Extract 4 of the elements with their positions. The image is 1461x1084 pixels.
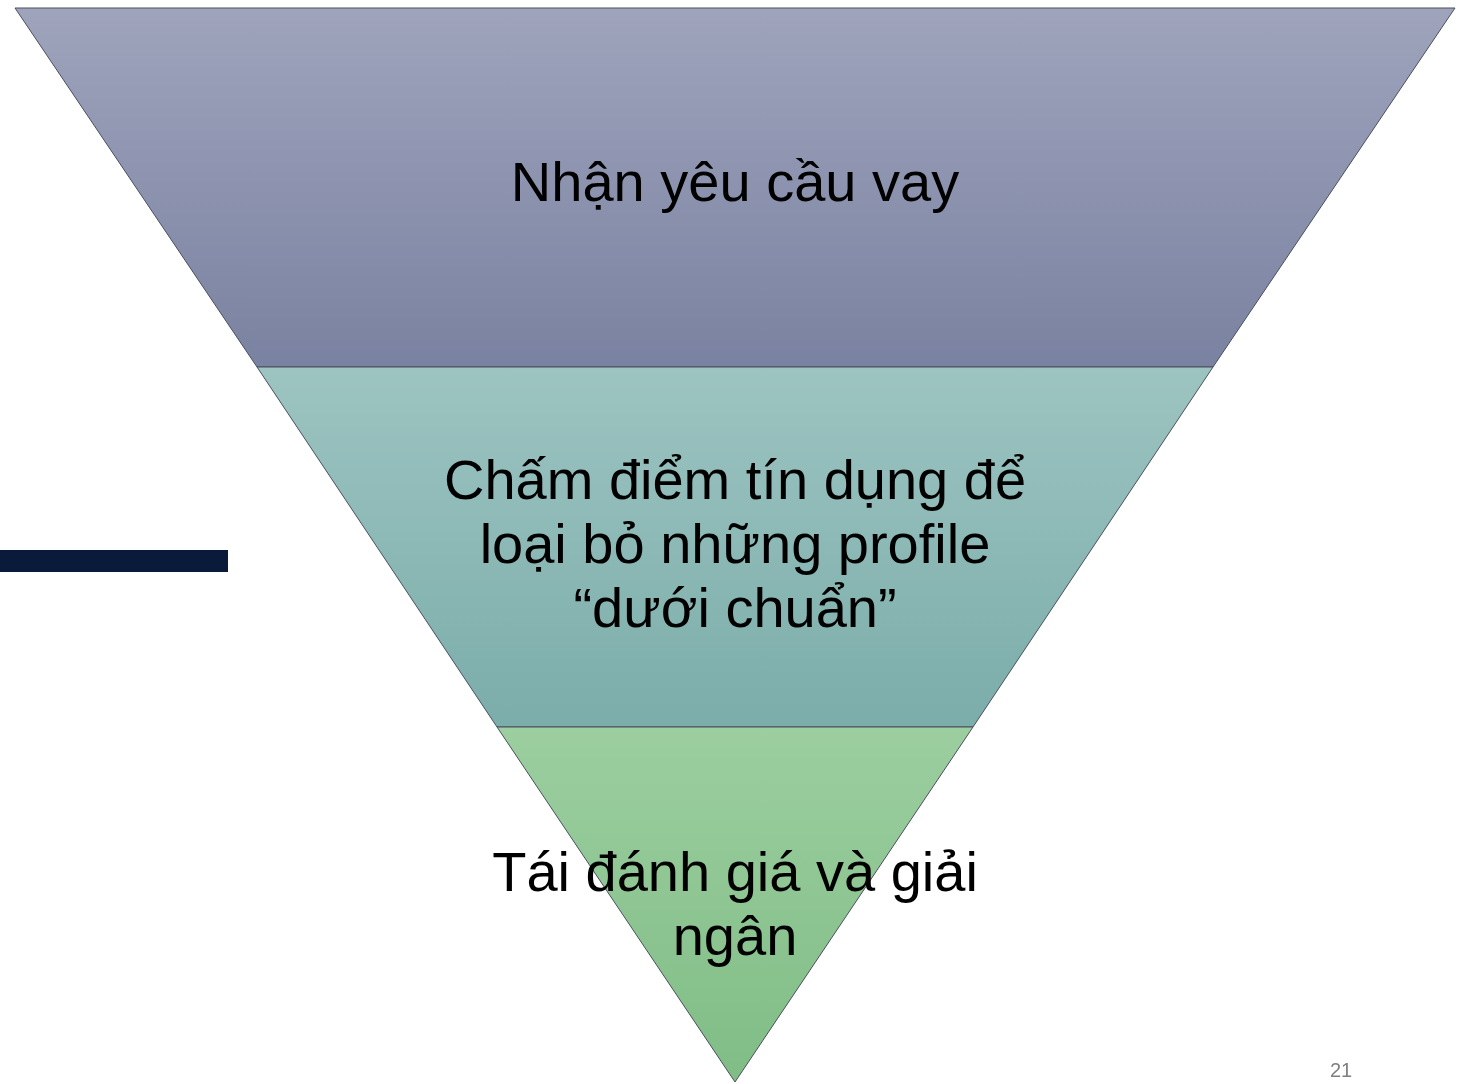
page-number: 21 <box>1330 1058 1353 1082</box>
band-label: Chấm điểm tín dụng để loại bỏ những profile “dưới chuẩn” <box>442 448 1028 640</box>
band-label: Tái đánh giá và giải ngân <box>491 840 979 968</box>
band-label: Nhận yêu cầu vay <box>509 150 961 214</box>
